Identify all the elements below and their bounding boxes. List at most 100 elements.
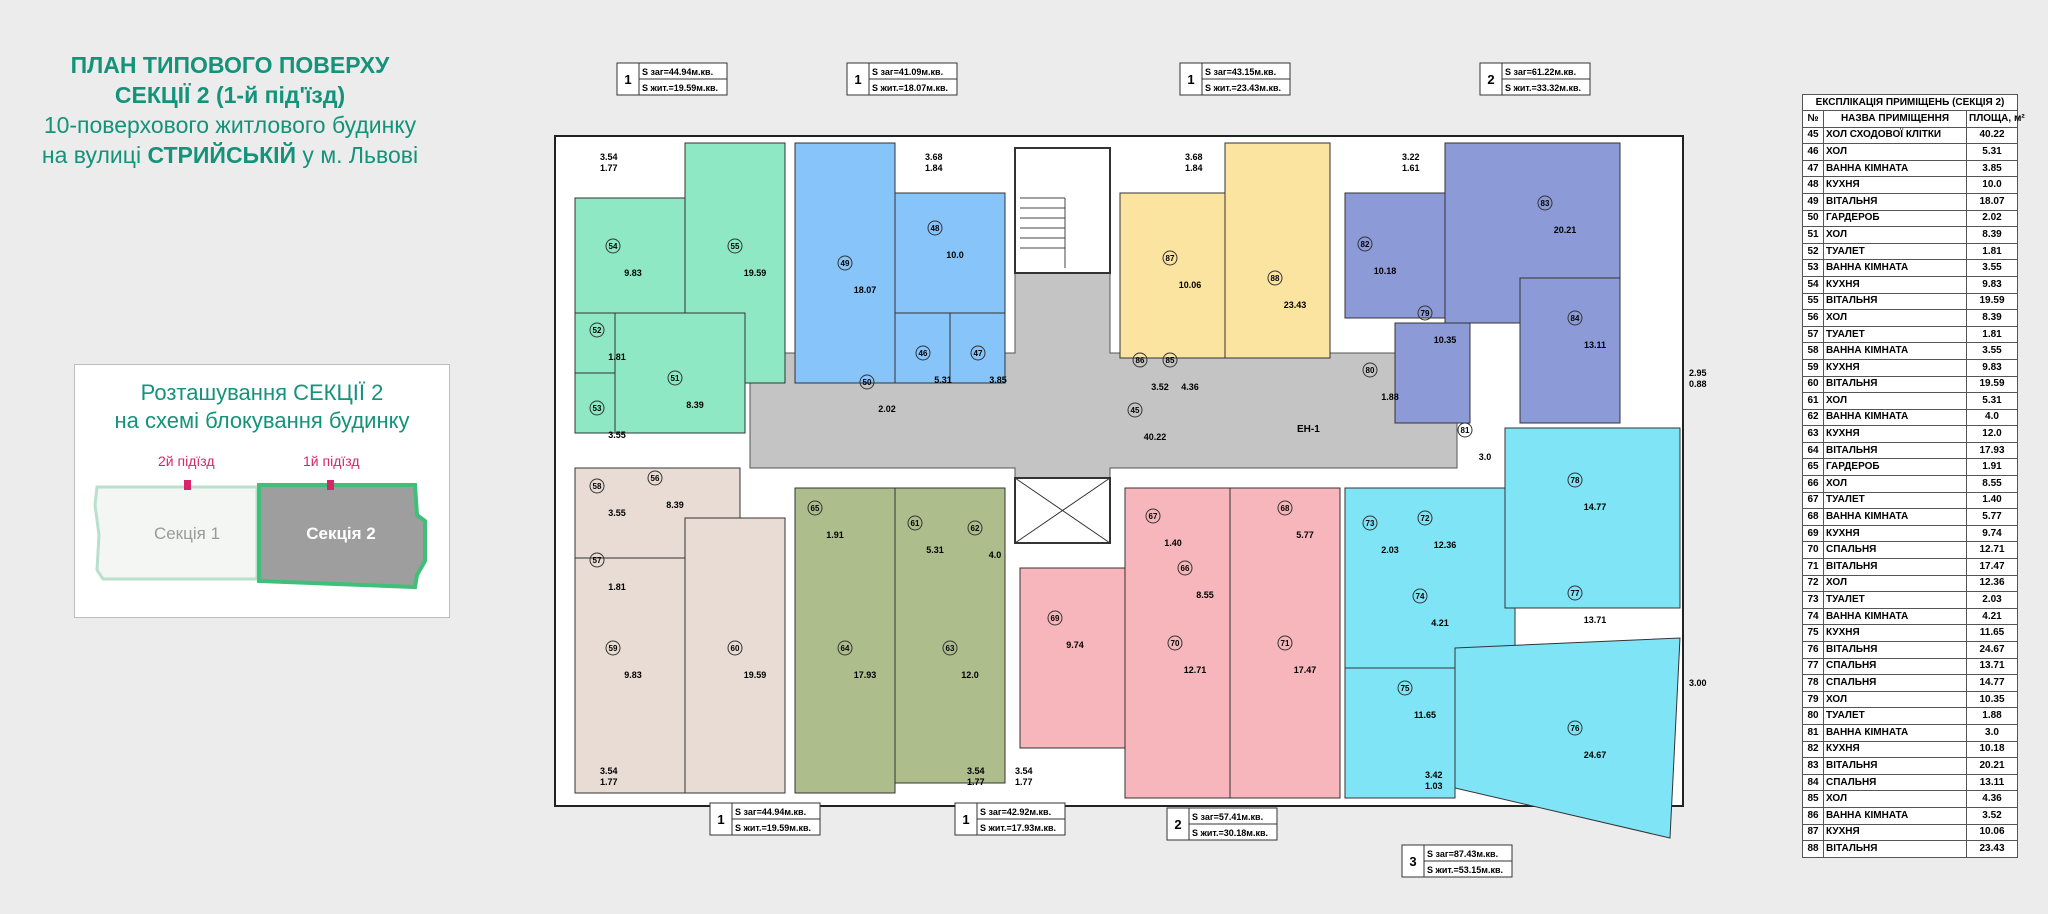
legend-row-area: 18.07 xyxy=(1966,192,2018,211)
title-line-1: ПЛАН ТИПОВОГО ПОВЕРХУ xyxy=(70,52,390,78)
legend-row-number: 76 xyxy=(1802,641,1824,659)
room-number: 60 xyxy=(731,644,740,653)
room-54 xyxy=(574,197,686,314)
room-area: 3.0 xyxy=(1479,452,1492,462)
legend-row-area: 1.81 xyxy=(1966,325,2018,344)
legend-row-number: 47 xyxy=(1802,159,1824,178)
apartment-living-area: S жит.=17.93м.кв. xyxy=(980,823,1056,833)
title-line-4-post: у м. Львові xyxy=(296,142,419,168)
balcony-area: 3.54 xyxy=(600,766,618,776)
legend-row-name: ВІТАЛЬНЯ xyxy=(1823,757,1967,775)
legend-row-number: 46 xyxy=(1802,143,1824,161)
balcony-area-half: 1.77 xyxy=(600,777,618,787)
room-number-circle xyxy=(1567,472,1583,488)
room-number: 87 xyxy=(1166,254,1175,263)
legend-row-name: ТУАЛЕТ xyxy=(1823,707,1967,725)
room-area: 13.71 xyxy=(1584,615,1607,625)
legend-row-name: ХОЛ xyxy=(1823,690,1967,709)
room-number: 63 xyxy=(946,644,955,653)
room-number: 81 xyxy=(1461,426,1470,435)
room-number: 67 xyxy=(1149,512,1158,521)
room-number-circle xyxy=(1277,635,1293,651)
legend-row-number: 88 xyxy=(1802,840,1824,858)
room-number: 72 xyxy=(1421,514,1430,523)
room-number: 54 xyxy=(609,242,618,251)
legend-row-number: 80 xyxy=(1802,707,1824,725)
room-area: 40.22 xyxy=(1144,432,1167,442)
room-area: 3.85 xyxy=(989,375,1007,385)
stair-steps xyxy=(1020,197,1066,268)
room-area: 23.43 xyxy=(1284,300,1307,310)
room-number-circle xyxy=(970,345,986,361)
legend-row-number: 50 xyxy=(1802,209,1824,228)
legend-header-row: № НАЗВА ПРИМІЩЕННЯ ПЛОЩА, м² xyxy=(1802,110,2025,128)
room-49 xyxy=(794,142,896,384)
legend-row-name: КУХНЯ xyxy=(1823,524,1967,543)
balcony-area-half: 1.84 xyxy=(925,163,943,173)
legend-row-area: 4.36 xyxy=(1966,790,2018,808)
room-area: 9.83 xyxy=(624,268,642,278)
room-number-circle xyxy=(605,640,621,656)
legend-row-number: 72 xyxy=(1802,574,1824,593)
room-number-circle xyxy=(807,500,823,516)
room-area: 19.59 xyxy=(744,268,767,278)
entrance-1-marker xyxy=(327,480,334,490)
location-title: Розташування СЕКЦІЇ 2 на схемі блокуванн… xyxy=(75,379,449,435)
room-number: 79 xyxy=(1421,309,1430,318)
room-number: 78 xyxy=(1571,476,1580,485)
legend-row-area: 3.55 xyxy=(1966,342,2018,360)
legend-row-area: 1.91 xyxy=(1966,458,2018,477)
room-number: 88 xyxy=(1271,274,1280,283)
location-schematic: Розташування СЕКЦІЇ 2 на схемі блокуванн… xyxy=(74,364,450,618)
room-area: 8.39 xyxy=(666,500,684,510)
balcony-area-half: 1.84 xyxy=(1185,163,1203,173)
legend-row-number: 58 xyxy=(1802,342,1824,360)
legend-row-number: 70 xyxy=(1802,541,1824,560)
legend-row-number: 71 xyxy=(1802,558,1824,576)
legend-row-name: КУХНЯ xyxy=(1823,358,1967,377)
room-number: 46 xyxy=(919,349,928,358)
legend-row-name: ВАННА КІМНАТА xyxy=(1823,342,1967,360)
room-number-circle xyxy=(647,470,663,486)
room-number: 71 xyxy=(1281,639,1290,648)
legend-row-number: 67 xyxy=(1802,491,1824,510)
room-number-circle xyxy=(1417,305,1433,321)
room-area: 14.77 xyxy=(1584,502,1607,512)
legend-row-number: 74 xyxy=(1802,607,1824,626)
section-1-label: Секція 1 xyxy=(154,524,220,543)
apartment-living-area: S жит.=23.43м.кв. xyxy=(1205,83,1281,93)
legend-row-number: 53 xyxy=(1802,259,1824,277)
balcony-area: 3.54 xyxy=(600,152,618,162)
room-area: 1.81 xyxy=(608,582,626,592)
title-line-3: 10-поверхового житлового будинку xyxy=(43,112,417,138)
legend-row-number: 56 xyxy=(1802,309,1824,327)
section-2-label: Секція 2 xyxy=(306,524,376,543)
room-number-circle xyxy=(1567,310,1583,326)
room-number-circle xyxy=(859,374,875,390)
room-number-circle xyxy=(1132,352,1148,368)
room-labels: 4540.22465.31473.854810.04918.07502.0251… xyxy=(589,195,1607,760)
room-number: 55 xyxy=(731,242,740,251)
apartment-total-area: S заг=87.43м.кв. xyxy=(1427,849,1498,859)
room-47 xyxy=(949,312,1006,384)
room-area: 4.36 xyxy=(1181,382,1199,392)
room-number: 52 xyxy=(593,326,602,335)
legend-row-area: 40.22 xyxy=(1966,126,2018,145)
room-76 xyxy=(1454,637,1681,839)
legend-row-name: КУХНЯ xyxy=(1823,176,1967,194)
legend-row-name: ТУАЛЕТ xyxy=(1823,325,1967,344)
room-number-circle xyxy=(1417,510,1433,526)
